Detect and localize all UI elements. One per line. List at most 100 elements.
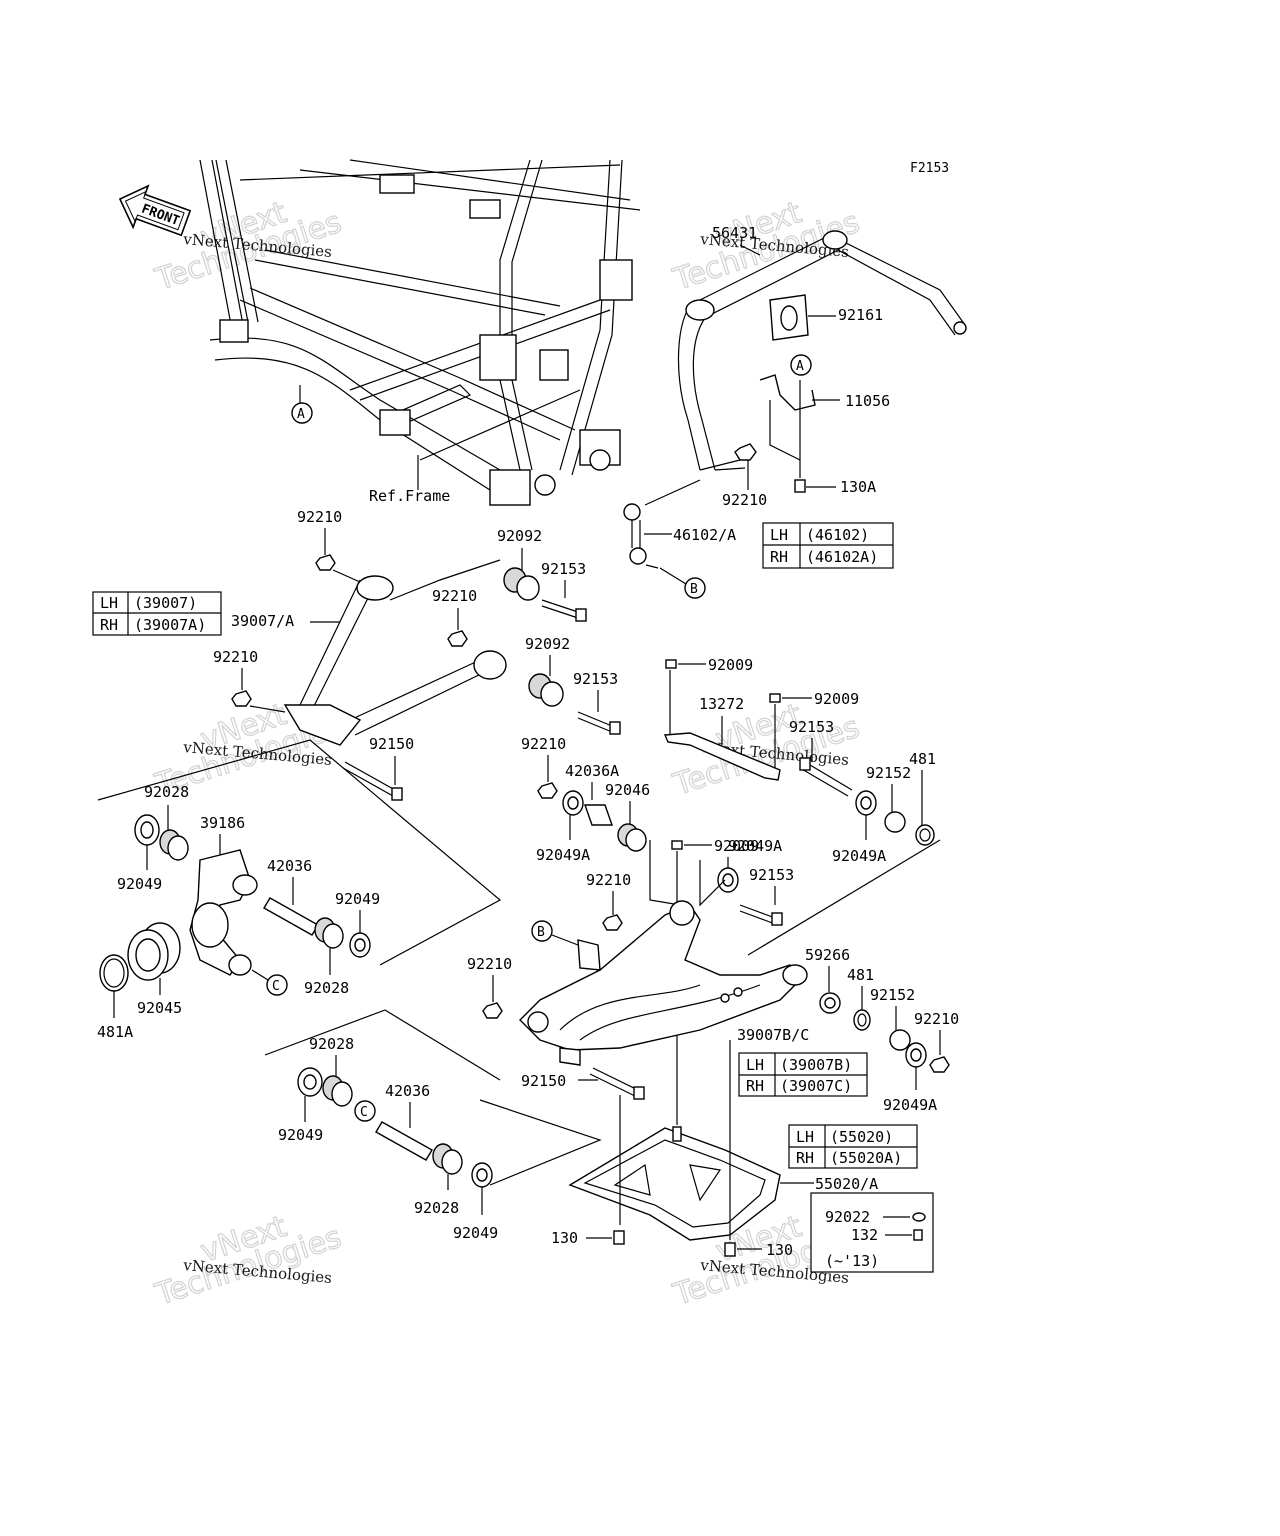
callout-c-ll: C xyxy=(354,1100,376,1122)
svg-text:B: B xyxy=(537,925,545,940)
svg-text:(46102A): (46102A) xyxy=(806,548,878,566)
part-92210-right-label: 92210 xyxy=(521,735,566,753)
part-92153-upper-label: 92153 xyxy=(541,560,586,578)
stabilizer-bar xyxy=(677,230,967,471)
part-39007A-label: 39007/A xyxy=(231,612,294,630)
svg-text:(39007): (39007) xyxy=(134,594,197,612)
seal-92049-ll2 xyxy=(471,1162,493,1188)
bushing-92046 xyxy=(617,823,647,852)
nut-92210-ctr xyxy=(602,914,623,931)
bolt-130A xyxy=(794,479,806,493)
circlip-481-a xyxy=(915,824,935,846)
part-42036-ll-label: 42036 xyxy=(385,1082,430,1100)
pin-42036-knuckle xyxy=(263,897,319,936)
ref-frame-label: Ref.Frame xyxy=(369,487,450,505)
part-92049-ll2-label: 92049 xyxy=(453,1224,498,1242)
lower-a-arm-39007BC xyxy=(519,900,808,1066)
callout-a-bracket: A xyxy=(790,354,812,376)
lhrh-table-39007B: LH (39007B) RH (39007C) xyxy=(738,1052,868,1097)
callout-b-arm: B xyxy=(531,920,553,942)
part-92049-ll-label: 92049 xyxy=(278,1126,323,1144)
part-92153-lower-label: 92153 xyxy=(573,670,618,688)
seal-92049-knuckle2 xyxy=(349,932,371,958)
seal-92049A-mid xyxy=(562,790,584,816)
part-42036A-label: 42036A xyxy=(565,762,619,780)
screw-92009-c xyxy=(671,840,683,850)
svg-text:LH: LH xyxy=(746,1056,764,1074)
part-92049A-ctr-label: 92049A xyxy=(728,837,782,855)
nut-92210-upper xyxy=(315,554,336,571)
svg-text:RH: RH xyxy=(796,1149,814,1167)
part-92161-label: 92161 xyxy=(838,306,883,324)
lhrh-table-55020: LH (55020) RH (55020A) xyxy=(788,1124,918,1169)
bushing-59266 xyxy=(819,992,841,1014)
front-arrow-icon: FRONT xyxy=(118,184,192,237)
part-46102A-label: 46102/A xyxy=(673,526,736,544)
part-92153-ctr-label: 92153 xyxy=(749,866,794,884)
svg-text:B: B xyxy=(690,582,698,597)
bracket-11056 xyxy=(759,374,816,461)
frame-assembly xyxy=(199,159,641,506)
part-92049A-mid-label: 92049A xyxy=(536,846,590,864)
part-92210-far-label: 92210 xyxy=(914,1010,959,1028)
svg-text:LH: LH xyxy=(796,1128,814,1146)
part-92049A-far-label: 92049A xyxy=(883,1096,937,1114)
seal-92049A-ctr xyxy=(717,867,739,893)
nut-92210-right xyxy=(537,782,558,799)
part-92210-ctr-label: 92210 xyxy=(586,871,631,889)
part-92210-mid-label: 92210 xyxy=(432,587,477,605)
nut-92210-lower xyxy=(482,1002,503,1019)
lhrh-table-46102: LH (46102) RH (46102A) xyxy=(762,522,894,569)
bearing-92045 xyxy=(127,922,181,981)
svg-text:(39007C): (39007C) xyxy=(780,1077,852,1095)
part-92150-upper-label: 92150 xyxy=(369,735,414,753)
svg-text:RH: RH xyxy=(770,548,788,566)
bushing-92092-lower xyxy=(528,673,564,707)
bushing-92092-upper xyxy=(503,567,540,601)
svg-text:A: A xyxy=(297,407,305,422)
part-39186-label: 39186 xyxy=(200,814,245,832)
part-92049A-right-label: 92049A xyxy=(832,847,886,865)
bolt-92153-ctr xyxy=(739,904,783,926)
seal-92049-knuckle xyxy=(134,814,160,846)
svg-text:(55020): (55020) xyxy=(830,1128,893,1146)
seal-92049A-far xyxy=(905,1042,927,1068)
part-13272-label: 13272 xyxy=(699,695,744,713)
svg-text:(46102): (46102) xyxy=(806,526,869,544)
watermark-bottom-left: vNext Technologies vNext Technologies xyxy=(150,1209,346,1314)
part-92009-b-label: 92009 xyxy=(814,690,859,708)
bushing-92028-knuckle2 xyxy=(314,917,344,949)
bushing-92152-a xyxy=(884,811,906,833)
nut-92210-mid xyxy=(447,630,468,647)
bolt-92153-lower xyxy=(577,711,621,735)
nut-92210-far xyxy=(929,1056,950,1073)
part-92150-lower-label: 92150 xyxy=(521,1072,566,1090)
svg-text:RH: RH xyxy=(100,616,118,634)
svg-text:RH: RH xyxy=(746,1077,764,1095)
part-130-b-label: 130 xyxy=(766,1241,793,1259)
bushing-92152-b xyxy=(889,1029,911,1051)
svg-text:(~'13): (~'13) xyxy=(825,1252,879,1270)
bushing-92161 xyxy=(769,294,809,341)
part-481A-label: 481A xyxy=(97,1023,133,1041)
skid-plate-55020A xyxy=(568,1126,781,1241)
bolt-92150-upper xyxy=(342,761,403,801)
bolt-130-b xyxy=(724,1242,736,1257)
bolt-92150-lower xyxy=(589,1067,645,1100)
lhrh-table-39007: LH (39007) RH (39007A) xyxy=(92,591,222,636)
svg-text:92022: 92022 xyxy=(825,1208,870,1226)
svg-text:A: A xyxy=(796,359,804,374)
seal-92049A-right xyxy=(855,790,877,816)
svg-text:(55020A): (55020A) xyxy=(830,1149,902,1167)
upper-a-arm-39007A xyxy=(283,575,507,746)
part-92009-c-label: 92009 xyxy=(714,837,759,855)
bracket-13272 xyxy=(663,732,781,781)
callout-b-link: B xyxy=(684,577,706,599)
nut-92210-left xyxy=(231,690,252,707)
svg-text:C: C xyxy=(272,979,280,994)
circlip-481A xyxy=(99,954,129,992)
part-92152-b-label: 92152 xyxy=(870,986,915,1004)
part-92210-stab-label: 92210 xyxy=(722,491,767,509)
part-11056-label: 11056 xyxy=(845,392,890,410)
